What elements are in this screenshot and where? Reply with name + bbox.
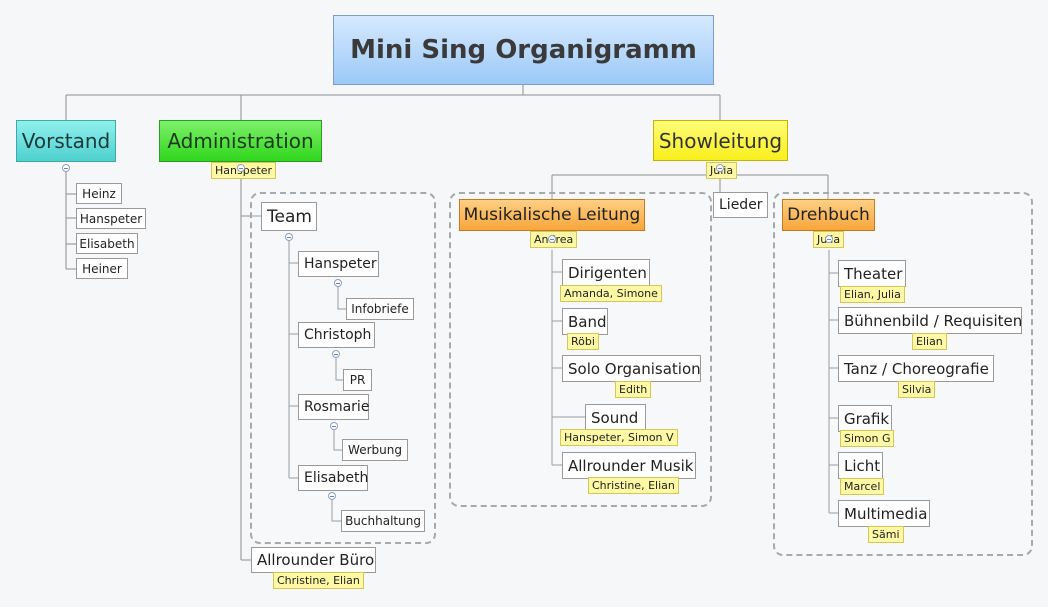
team-topic[interactable]: Team [261, 202, 317, 231]
vorstand-member[interactable]: Heinz [76, 183, 122, 204]
musikalische-leitung-topic[interactable]: Musikalische Leitung [459, 199, 645, 231]
drehbuch-item-note: Sämi [868, 526, 904, 543]
root-topic[interactable]: Mini Sing Organigramm [333, 15, 714, 85]
team-task[interactable]: Infobriefe [346, 298, 414, 320]
drehbuch-topic[interactable]: Drehbuch [782, 199, 875, 231]
musik-item-note: Christine, Elian [588, 477, 679, 494]
team-member[interactable]: Christoph [298, 322, 375, 348]
team-task[interactable]: Werbung [342, 439, 408, 461]
collapse-administration-icon[interactable] [237, 164, 245, 172]
musik-item[interactable]: Sound [585, 404, 646, 431]
musik-item[interactable]: Band [562, 308, 608, 335]
allrounder-buero-topic[interactable]: Allrounder Büro [251, 547, 376, 573]
showleitung-topic[interactable]: Showleitung [653, 120, 788, 161]
team-member[interactable]: Hanspeter [298, 251, 379, 277]
drehbuch-item[interactable]: Grafik [838, 405, 892, 432]
drehbuch-item[interactable]: Theater [838, 260, 906, 287]
musik-item[interactable]: Solo Organisation [562, 355, 701, 382]
team-member[interactable]: Rosmarie [298, 394, 369, 420]
team-task[interactable]: Buchhaltung [341, 510, 425, 532]
musik-item[interactable]: Allrounder Musik [562, 452, 696, 479]
drehbuch-item[interactable]: Bühnenbild / Requisiten [838, 307, 1022, 334]
team-group [250, 192, 436, 544]
drehbuch-item[interactable]: Licht [838, 452, 883, 479]
collapse-vorstand-icon[interactable] [62, 164, 70, 172]
collapse-showleitung-icon[interactable] [716, 164, 724, 172]
drehbuch-item-note: Elian [912, 333, 947, 350]
drehbuch-item-note: Simon G [840, 430, 895, 447]
lieder-topic[interactable]: Lieder [713, 192, 768, 218]
musik-item-note: Amanda, Simone [560, 285, 662, 302]
team-task[interactable]: PR [343, 369, 372, 391]
drehbuch-item-note: Silvia [898, 381, 936, 398]
collapse-musik-icon[interactable] [548, 235, 556, 243]
vorstand-member[interactable]: Heiner [76, 258, 128, 279]
musik-item[interactable]: Dirigenten [562, 259, 650, 286]
vorstand-member[interactable]: Hanspeter [76, 208, 146, 229]
collapse-drehbuch-icon[interactable] [825, 235, 833, 243]
vorstand-member[interactable]: Elisabeth [76, 233, 138, 254]
collapse-member-icon[interactable] [332, 350, 340, 358]
drehbuch-item-note: Elian, Julia [840, 286, 905, 303]
drehbuch-item[interactable]: Tanz / Choreografie [838, 355, 994, 382]
musik-item-note: Röbi [567, 333, 599, 350]
collapse-member-icon[interactable] [334, 279, 342, 287]
collapse-member-icon[interactable] [330, 422, 338, 430]
collapse-member-icon[interactable] [328, 492, 336, 500]
collapse-team-icon[interactable] [285, 233, 293, 241]
allrounder-buero-note: Christine, Elian [273, 572, 364, 589]
administration-topic[interactable]: Administration [159, 120, 322, 162]
drehbuch-item-note: Marcel [840, 478, 885, 495]
drehbuch-item[interactable]: Multimedia [838, 500, 930, 527]
musik-item-note: Edith [615, 381, 652, 398]
team-member[interactable]: Elisabeth [298, 465, 368, 491]
vorstand-topic[interactable]: Vorstand [16, 120, 116, 162]
musik-item-note: Hanspeter, Simon V [560, 429, 678, 446]
